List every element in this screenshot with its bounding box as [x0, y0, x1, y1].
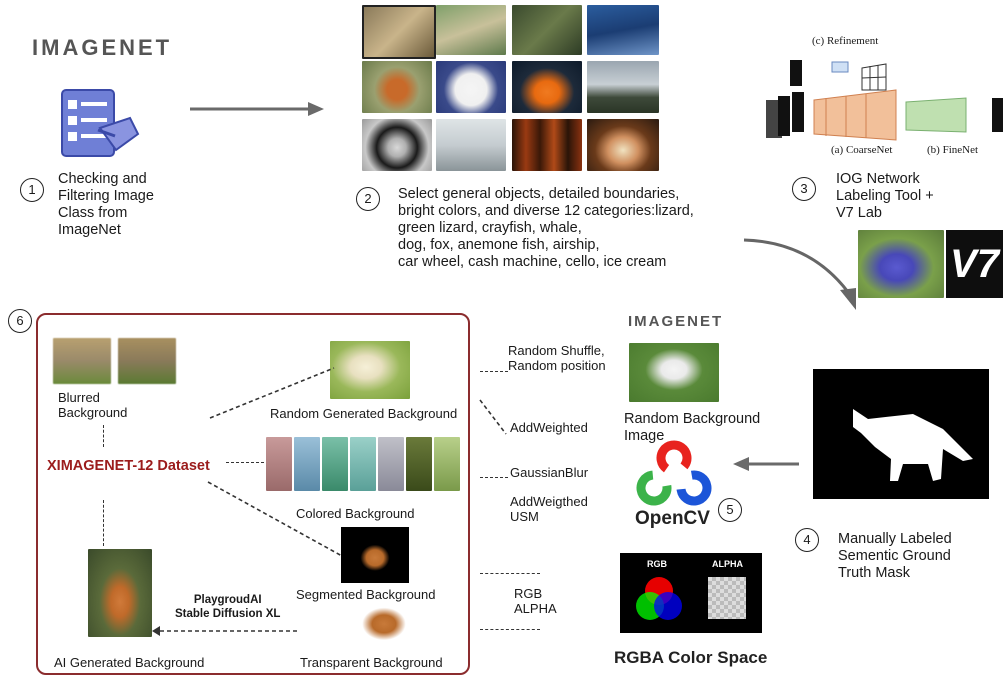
op-rgb-alpha-label: RGB ALPHA [514, 586, 557, 616]
step-2-badge: 2 [356, 187, 380, 211]
connector-title-ai [103, 500, 104, 546]
colored-photo [350, 437, 376, 491]
connector-rgb [480, 573, 540, 574]
transparent-photo [356, 603, 412, 641]
blurred-label: Blurred Background [58, 390, 128, 420]
random-generated-photo [330, 341, 410, 399]
rgb-circles-icon [636, 577, 682, 620]
dataset-title: XIMAGENET-12 Dataset [47, 458, 210, 474]
random-background-label: Random Background Image [624, 411, 761, 444]
step-4-badge: 4 [795, 528, 819, 552]
refinement-label: (c) Refinement [812, 35, 879, 47]
step-6-badge: 6 [8, 309, 32, 333]
arrow-left-icon [733, 457, 799, 471]
rgba-panel: RGB ALPHA [620, 553, 762, 633]
airship-photo [587, 61, 659, 113]
car-wheel-photo [362, 119, 432, 171]
checklist-icon [60, 88, 140, 160]
op-shuffle-label: Random Shuffle, Random position [508, 343, 606, 373]
v7-logo: V7 [946, 230, 1003, 298]
segmented-photo [341, 527, 409, 583]
segmented-label: Segmented Background [296, 587, 436, 602]
colored-photo [406, 437, 432, 491]
green-lizard-photo [436, 5, 506, 55]
blurred-photo-1 [53, 338, 111, 384]
step-2-text: Select general objects, detailed boundar… [398, 186, 694, 270]
connector-blurred-title [103, 425, 104, 447]
cash-machine-photo [436, 119, 506, 171]
opencv-label: OpenCV [635, 508, 710, 529]
rgba-caption: RGBA Color Space [614, 648, 768, 667]
connector-random-gen [209, 367, 335, 419]
ice-cream-photo [587, 119, 659, 171]
connector-colored [226, 462, 264, 463]
ai-generated-photo [88, 549, 152, 637]
whale-photo [587, 5, 659, 55]
dataset-box [36, 313, 470, 675]
colored-label: Colored Background [296, 506, 415, 521]
random-generated-label: Random Generated Background [270, 406, 458, 421]
connector-shuffle [480, 371, 508, 372]
blurred-photo-2 [118, 338, 176, 384]
anemone-fish-photo [512, 61, 582, 113]
connector-alpha [480, 629, 540, 630]
op-usm-label: AddWeigthed USM [510, 494, 588, 524]
alpha-label: ALPHA [712, 559, 743, 569]
step-5-badge: 5 [718, 498, 742, 522]
step-1-text: Checking and Filtering Image Class from … [58, 171, 154, 238]
cello-photo [512, 119, 582, 171]
colored-photo [378, 437, 404, 491]
iog-network-diagram [766, 40, 1003, 160]
dog-photo [436, 61, 506, 113]
colored-photo [294, 437, 320, 491]
ai-models-label: PlaygroudAI Stable Diffusion XL [175, 594, 281, 620]
fox-labeling-photo [858, 230, 944, 298]
lizard-photo [362, 5, 436, 59]
curved-arrow-icon [743, 238, 856, 310]
transparent-label: Transparent Background [300, 655, 443, 670]
step-1-badge: 1 [20, 178, 44, 202]
coarsenet-label: (a) CoarseNet [831, 144, 893, 156]
finenet-label: (b) FineNet [927, 144, 979, 156]
op-addweighted-label: AddWeighted [510, 420, 588, 435]
random-background-photo [629, 343, 719, 402]
colored-photo [266, 437, 292, 491]
alpha-checker-icon [708, 577, 746, 619]
opencv-logo [634, 440, 714, 506]
imagenet-logo: IMAGENET [32, 35, 173, 60]
step-3-text: IOG Network Labeling Tool + V7 Lab [836, 171, 934, 221]
op-gaussian-label: GaussianBlur [510, 465, 589, 480]
connector-ai-arrow [152, 626, 300, 636]
ground-truth-mask [813, 369, 989, 499]
connector-gaussian [480, 477, 508, 478]
colored-photo [434, 437, 460, 491]
arrow-right-icon [190, 102, 324, 116]
colored-photo [322, 437, 348, 491]
step-4-text: Manually Labeled Sementic Ground Truth M… [838, 531, 952, 581]
fox-photo [362, 61, 432, 113]
crayfish-photo [512, 5, 582, 55]
connector-addweighted [479, 399, 507, 435]
ai-generated-label: AI Generated Background [54, 655, 205, 670]
connector-segmented [207, 481, 343, 557]
imagenet-logo-small: IMAGENET [628, 313, 724, 330]
rgb-label: RGB [647, 559, 667, 569]
step-3-badge: 3 [792, 177, 816, 201]
